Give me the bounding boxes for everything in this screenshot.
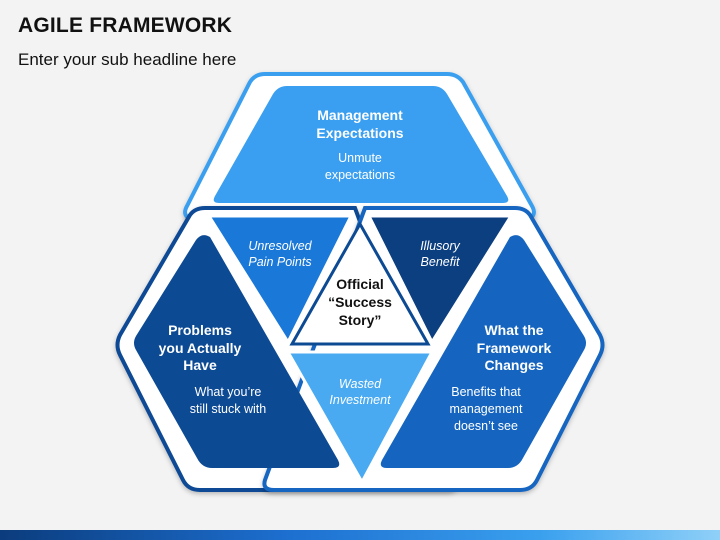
segment-right — [380, 235, 586, 468]
right-body-line2: management — [449, 401, 523, 416]
left-body: What you’re still stuck with — [168, 384, 288, 418]
center-line3: Story” — [338, 312, 382, 329]
page-subtitle: Enter your sub headline here — [18, 50, 237, 69]
center-line1: Official — [336, 276, 384, 292]
overlap-top-left-line1: Unresolved — [248, 239, 312, 253]
center-label: Official “Success Story” — [315, 275, 405, 330]
overlap-bottom-line2: Investment — [329, 393, 391, 408]
top-body-line1: Unmute — [338, 151, 382, 165]
page-title: AGILE FRAMEWORK — [18, 14, 233, 37]
segments — [134, 86, 586, 468]
left-body-line2: still stuck with — [189, 401, 267, 416]
left-heading: Problems you Actually Have — [140, 322, 260, 375]
overlap-top-right — [366, 214, 514, 346]
right-body-line3: doesn’t see — [454, 418, 518, 433]
overlap-bottom-line1: Wasted — [338, 377, 382, 391]
segment-left — [134, 235, 340, 468]
overlaps — [206, 214, 514, 486]
top-heading-line2: Expectations — [316, 124, 404, 141]
overlap-top-right-line1: Illusory — [420, 239, 460, 253]
overlap-top-left-line2: Pain Points — [248, 255, 312, 270]
segment-top — [213, 86, 509, 203]
right-heading-line1: What the — [484, 322, 544, 338]
right-heading-line3: Changes — [484, 357, 544, 373]
center-line2: “Success — [328, 294, 392, 311]
overlap-top-right-line2: Benefit — [420, 255, 460, 270]
overlap-bottom — [285, 350, 435, 486]
right-body-line1: Benefits that — [451, 385, 521, 399]
left-heading-line3: Have — [183, 357, 217, 373]
right-body: Benefits that management doesn’t see — [430, 384, 542, 435]
overlap-top-left-label: Unresolved Pain Points — [232, 238, 328, 271]
top-heading: Management Expectations — [290, 107, 430, 142]
top-body-line2: expectations — [324, 167, 396, 182]
right-heading: What the Framework Changes — [458, 322, 570, 375]
center-triangle — [289, 220, 431, 346]
left-body-line1: What you’re — [194, 385, 262, 399]
right-heading-line2: Framework — [476, 339, 552, 356]
overlap-top-left — [206, 214, 354, 346]
top-body: Unmute expectations — [290, 150, 430, 184]
overlap-bottom-label: Wasted Investment — [310, 376, 410, 409]
footer-gradient-bar — [0, 530, 720, 540]
left-heading-line1: Problems — [168, 322, 232, 338]
left-heading-line2: you Actually — [158, 339, 242, 356]
overlap-top-right-label: Illusory Benefit — [392, 238, 488, 271]
top-heading-line1: Management — [317, 107, 403, 123]
